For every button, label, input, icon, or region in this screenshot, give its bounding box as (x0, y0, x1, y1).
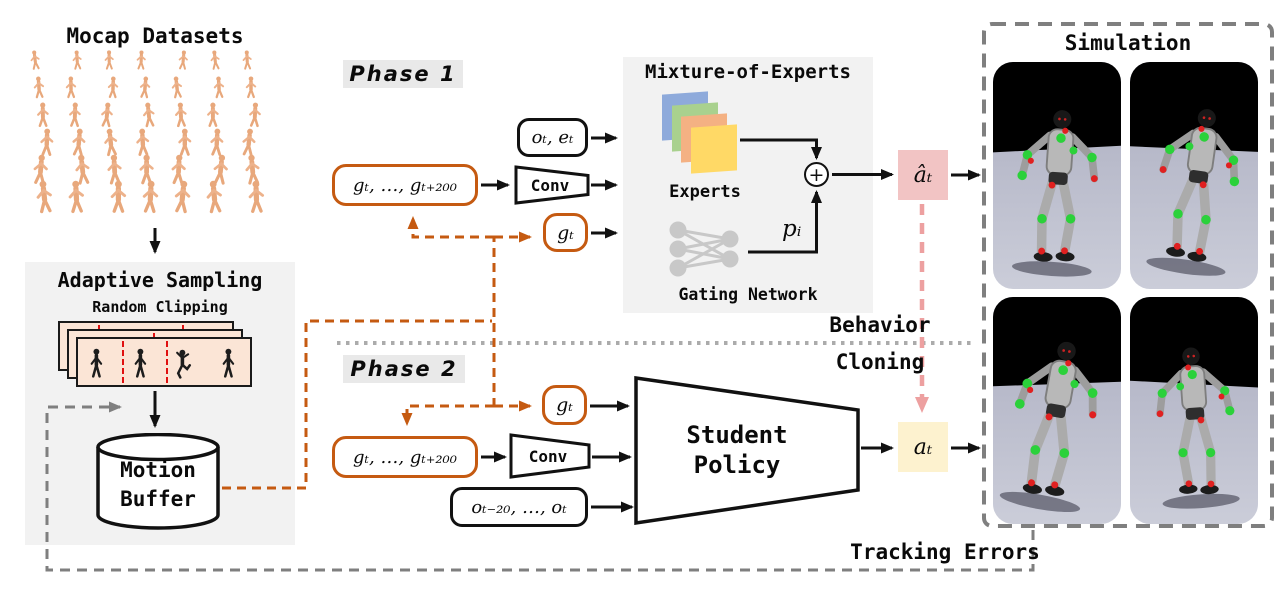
mocap-person-figure (245, 74, 257, 99)
phase1-observation-box: oₜ, eₜ (517, 118, 588, 157)
gating-network-icon (669, 221, 739, 277)
random-clipping-label: Random Clipping (92, 298, 228, 316)
phase2-label: Phase 2 (343, 355, 465, 383)
mocap-person-figure (28, 50, 42, 71)
behavior-cloning-label: Behavior Cloning (829, 313, 931, 374)
mocap-person-figure (169, 74, 184, 100)
simulation-frame-2 (1130, 62, 1258, 289)
mocap-person-figure (34, 154, 48, 183)
mocap-person-figure (112, 181, 124, 211)
clip-cut-line (166, 341, 168, 383)
mocap-person-figure (177, 50, 190, 71)
moe-title: Mixture-of-Experts (645, 61, 851, 83)
phase1-conv-trapezoid (514, 165, 590, 205)
teacher-action-box: âₜ (898, 150, 948, 200)
mocap-person-figure (137, 128, 149, 154)
phase1-conv-label: Conv (530, 175, 570, 195)
mocap-person-figure (207, 180, 222, 211)
phase1-label: Phase 1 (343, 60, 463, 88)
mocap-person-figure (140, 100, 157, 129)
mocap-person-figure (241, 50, 253, 71)
mocap-person-figure (64, 74, 78, 99)
goal-to-phase1-seq-line (407, 216, 494, 239)
tracking-errors-label: Tracking Errors (850, 540, 1040, 564)
clip-cut-line (122, 341, 124, 383)
sim-robot-figure (1134, 335, 1254, 515)
mocap-person-figure (208, 50, 222, 71)
gating-weight-label: pᵢ (782, 216, 802, 242)
mocap-person-figure (75, 154, 89, 183)
expert-layer-yellow-icon (691, 124, 737, 174)
mocap-person-figure (104, 128, 117, 155)
mocap-person-figure (35, 100, 50, 128)
mocap-person-figure (206, 100, 220, 128)
mocap-person-figure (41, 128, 52, 154)
phase1-goal-box: gₜ (543, 213, 588, 252)
phase2-goal-box: gₜ (542, 385, 587, 425)
mocap-person-figure (141, 155, 153, 183)
mocap-person-figure (138, 74, 152, 100)
phase2-conv-label: Conv (528, 446, 568, 466)
mocap-person-figure (211, 128, 223, 154)
adaptive-sampling-title: Adaptive Sampling (57, 268, 263, 292)
simulation-frame-3 (993, 297, 1121, 524)
mocap-figures-image (28, 50, 288, 228)
goal-to-phase2-seq-line (401, 404, 494, 426)
mocap-datasets-title: Mocap Datasets (66, 24, 244, 48)
motion-clip-card-front (76, 337, 252, 387)
mocap-person-figure (245, 154, 259, 183)
mocap-person-figure (135, 50, 147, 71)
motion-buffer-label: Motion Buffer (120, 458, 196, 511)
mocap-person-figure (73, 128, 86, 155)
mocap-person-figure (242, 128, 255, 155)
sim-robot-figure (1134, 100, 1254, 280)
mocap-person-figure (106, 74, 120, 99)
mocap-person-figure (99, 100, 115, 129)
mocap-person-figure (175, 180, 191, 212)
mocap-person-figure (172, 154, 185, 183)
experts-label: Experts (669, 182, 741, 202)
phase2-goal-sequence-box: gₜ, …, gₜ₊₂₀₀ (332, 436, 478, 478)
weighted-sum-icon: + (804, 162, 829, 187)
sim-robot-figure (997, 100, 1117, 280)
simulation-frame-4 (1130, 297, 1258, 524)
mocap-person-figure (71, 50, 84, 71)
sim-robot-figure (997, 335, 1117, 515)
simulation-title: Simulation (1064, 31, 1192, 55)
mocap-person-figure (173, 100, 189, 128)
mocap-person-figure (180, 129, 191, 155)
mocap-person-figure (143, 180, 157, 211)
mocap-person-figure (214, 154, 228, 183)
mocap-person-figure (103, 50, 115, 71)
mocap-person-figure (67, 100, 83, 128)
phase2-observation-history-box: oₜ₋₂₀, …, oₜ (450, 487, 588, 527)
mocap-person-figure (247, 100, 263, 128)
gating-network-label: Gating Network (678, 285, 818, 304)
student-action-box: aₜ (898, 422, 948, 472)
mocap-person-figure (212, 74, 226, 99)
phase1-goal-sequence-box: gₜ, …, gₜ₊₂₀₀ (332, 164, 478, 206)
student-policy-label: Student Policy (686, 421, 788, 479)
mocap-person-figure (69, 180, 83, 211)
mocap-person-figure (36, 180, 52, 212)
mocap-person-figure (32, 74, 46, 100)
mocap-person-figure (108, 154, 121, 183)
simulation-frame-1 (993, 62, 1121, 289)
mocap-person-figure (250, 181, 264, 212)
